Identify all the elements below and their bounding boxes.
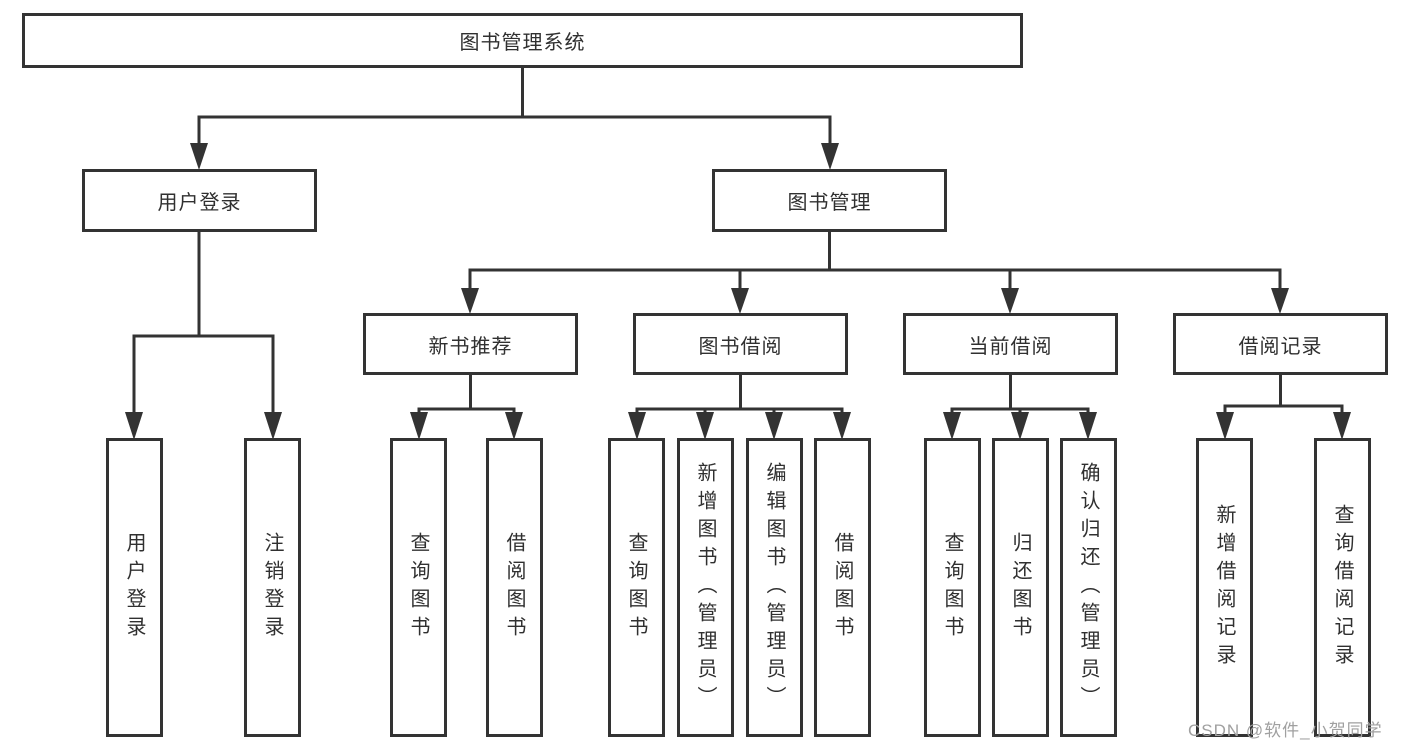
leaf-current-query-books-label: 查询图书 <box>941 531 963 644</box>
leaf-newbooks-query-books-label: 查询图书 <box>407 531 429 644</box>
leaf-borrow-borrow-books: 借阅图书 <box>814 438 871 737</box>
node-root: 图书管理系统 <box>22 13 1023 68</box>
leaf-borrow-query-books-label: 查询图书 <box>625 531 647 644</box>
leaf-current-confirm-return-admin: 确认归还（管理员） <box>1060 438 1117 737</box>
node-borrow-records-label: 借阅记录 <box>1238 335 1323 358</box>
leaf-current-return-books: 归还图书 <box>992 438 1049 737</box>
leaf-borrow-borrow-books-label: 借阅图书 <box>831 531 853 644</box>
leaf-current-confirm-return-admin-label: 确认归还（管理员） <box>1077 461 1099 714</box>
leaf-borrow-edit-books-admin: 编辑图书（管理员） <box>746 438 803 737</box>
watermark: CSDN @软件_小贺同学 <box>1188 721 1383 740</box>
leaf-borrow-add-books-admin-label: 新增图书（管理员） <box>694 461 716 714</box>
leaf-logout-label: 注销登录 <box>261 531 283 644</box>
leaf-current-query-books: 查询图书 <box>924 438 981 737</box>
leaf-newbooks-borrow-books-label: 借阅图书 <box>503 531 525 644</box>
leaf-user-login-label: 用户登录 <box>123 531 145 644</box>
leaf-records-add-record-label: 新增借阅记录 <box>1213 503 1235 672</box>
leaf-records-query-record-label: 查询借阅记录 <box>1331 503 1353 672</box>
node-book-management-label: 图书管理 <box>787 192 872 214</box>
leaf-borrow-query-books: 查询图书 <box>608 438 665 737</box>
leaf-records-add-record: 新增借阅记录 <box>1196 438 1253 737</box>
node-borrow-records: 借阅记录 <box>1173 313 1388 375</box>
leaf-newbooks-borrow-books: 借阅图书 <box>486 438 543 737</box>
leaf-records-query-record: 查询借阅记录 <box>1314 438 1371 737</box>
leaf-logout: 注销登录 <box>244 438 301 737</box>
node-current-borrow-label: 当前借阅 <box>968 335 1053 358</box>
leaf-user-login: 用户登录 <box>106 438 163 737</box>
node-book-borrow: 图书借阅 <box>633 313 848 375</box>
node-book-borrow-label: 图书借阅 <box>698 335 783 358</box>
leaf-borrow-edit-books-admin-label: 编辑图书（管理员） <box>763 461 785 714</box>
leaf-newbooks-query-books: 查询图书 <box>390 438 447 737</box>
leaf-current-return-books-label: 归还图书 <box>1009 531 1031 644</box>
node-new-book-recommend: 新书推荐 <box>363 313 578 375</box>
node-current-borrow: 当前借阅 <box>903 313 1118 375</box>
node-root-label: 图书管理系统 <box>459 32 586 54</box>
node-new-book-recommend-label: 新书推荐 <box>428 335 513 358</box>
node-book-management: 图书管理 <box>712 169 947 232</box>
node-user-login-label: 用户登录 <box>157 192 242 214</box>
leaf-borrow-add-books-admin: 新增图书（管理员） <box>677 438 734 737</box>
node-user-login: 用户登录 <box>82 169 317 232</box>
